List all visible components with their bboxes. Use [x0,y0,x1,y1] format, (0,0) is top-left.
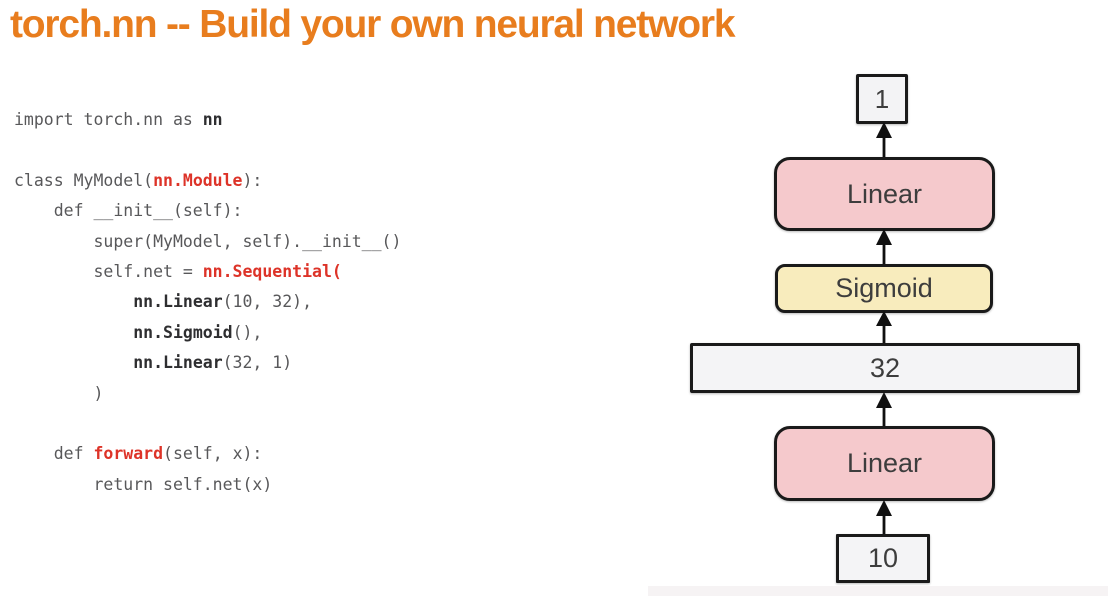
flow-arrow-up-icon [876,392,892,427]
code-token: nn.Sigmoid [133,322,233,342]
code-token: self.net = [14,262,203,282]
node-linear-bottom: Linear [774,426,995,501]
node-input-size: 10 [836,534,930,583]
code-token: (32, 1) [222,353,293,373]
bottom-shadow-strip [648,586,1108,596]
code-block: import torch.nn as nn class MyModel(nn.M… [14,105,401,500]
node-hidden-size: 32 [690,343,1080,393]
code-token: forward [93,444,164,464]
node-output-size: 1 [856,74,908,124]
code-line: nn.Linear(10, 32), [14,287,401,317]
code-token: (10, 32), [222,292,313,312]
code-line: class MyModel(nn.Module): [14,166,401,196]
code-token: ): [242,170,263,190]
code-token: def __init__(self): [14,201,243,221]
code-token: ) [14,383,104,403]
code-token: nn.Linear [133,292,223,312]
code-token: nn.Sequential( [202,262,342,282]
code-token: nn [202,110,223,129]
node-linear-top: Linear [774,157,995,231]
code-token: class MyModel( [14,170,154,190]
code-token: nn.Linear [133,353,223,373]
code-token: def [14,444,94,464]
code-token: import torch.nn as [14,110,203,129]
code-line: import torch.nn as nn [14,105,401,135]
code-token: return self.net(x) [14,474,273,494]
code-token: (self, x): [163,444,263,464]
code-line: self.net = nn.Sequential( [14,257,401,287]
slide-title: torch.nn -- Build your own neural networ… [10,3,736,46]
flow-arrow-up-icon [876,311,892,344]
code-line: def __init__(self): [14,196,401,226]
code-line: nn.Sigmoid(), [14,318,401,348]
flow-arrow-up-icon [876,500,892,535]
code-line: ) [14,379,401,409]
code-line: return self.net(x) [14,470,401,500]
code-token: nn.Module [153,170,243,190]
code-token: super(MyModel, self).__init__() [14,231,402,251]
code-line: def forward(self, x): [14,439,401,469]
code-line: nn.Linear(32, 1) [14,348,401,378]
node-sigmoid: Sigmoid [775,264,993,313]
code-token: (), [232,322,263,342]
flow-arrow-up-icon [876,229,892,265]
flow-arrow-up-icon [876,122,892,158]
code-line: super(MyModel, self).__init__() [14,227,401,257]
